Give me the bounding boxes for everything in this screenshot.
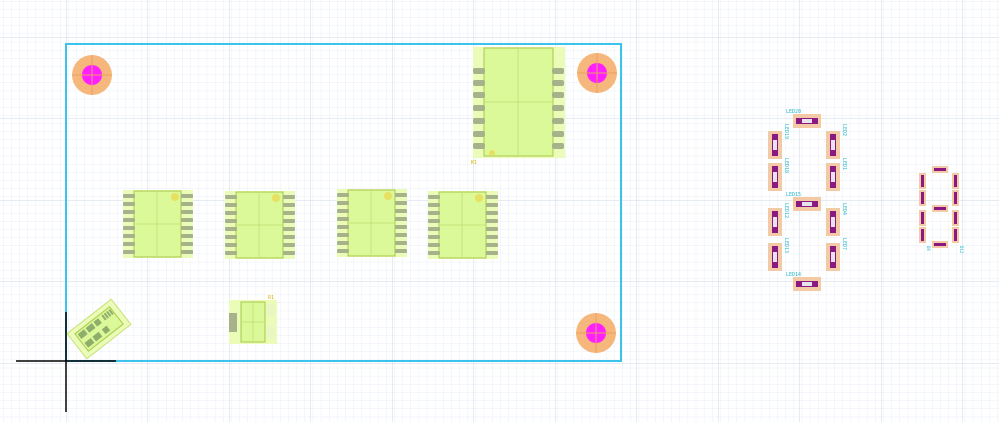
- led-segment[interactable]: LED13: [768, 238, 789, 271]
- led-label: LED4: [841, 203, 847, 215]
- mounting-hole[interactable]: [72, 55, 112, 95]
- led-label: LED15: [786, 192, 801, 198]
- ic-u3[interactable]: [337, 189, 407, 257]
- led-label: LED2: [841, 124, 847, 136]
- led-label: LED7: [841, 238, 847, 250]
- led-label: LED20: [786, 109, 801, 115]
- led-segment[interactable]: LED1: [826, 158, 847, 191]
- led-display-small[interactable]: D8 D12: [919, 166, 964, 254]
- led-segment[interactable]: LED19: [768, 124, 789, 159]
- led-label: LED19: [783, 124, 789, 139]
- led-display-large[interactable]: LED20 LED19 LED18 LED2 LED1: [768, 109, 847, 291]
- rotated-component[interactable]: [66, 298, 132, 360]
- led-label: LED13: [783, 238, 789, 253]
- led-label: LED1: [841, 158, 847, 170]
- origin-crosshair: [16, 312, 116, 412]
- mounting-hole[interactable]: [576, 313, 616, 353]
- led-segment[interactable]: LED4: [826, 203, 847, 236]
- led-segment[interactable]: LED14: [786, 272, 821, 291]
- small-component[interactable]: R1: [229, 295, 277, 344]
- relay-designator: K1: [471, 160, 477, 166]
- led-segment[interactable]: LED7: [826, 238, 847, 271]
- small-part-designator: R1: [268, 295, 274, 301]
- led-label: LED14: [786, 272, 801, 278]
- led-label: LED12: [783, 203, 789, 218]
- ic-u1[interactable]: [123, 190, 193, 258]
- led-segment[interactable]: LED18: [768, 158, 789, 191]
- led-label: LED18: [783, 158, 789, 173]
- mounting-hole[interactable]: [577, 53, 617, 93]
- led-segment[interactable]: LED2: [826, 124, 847, 159]
- led-segment[interactable]: LED15: [786, 192, 821, 211]
- led-segment[interactable]: LED12: [768, 203, 789, 236]
- ic-u2[interactable]: [225, 191, 295, 259]
- led-small-label: D8: [926, 246, 931, 251]
- relay-component[interactable]: K1: [471, 47, 565, 166]
- ic-u4[interactable]: [428, 191, 498, 259]
- led-segment[interactable]: LED20: [786, 109, 821, 128]
- led-small-label: D12: [959, 246, 964, 254]
- board-outline[interactable]: [65, 43, 622, 362]
